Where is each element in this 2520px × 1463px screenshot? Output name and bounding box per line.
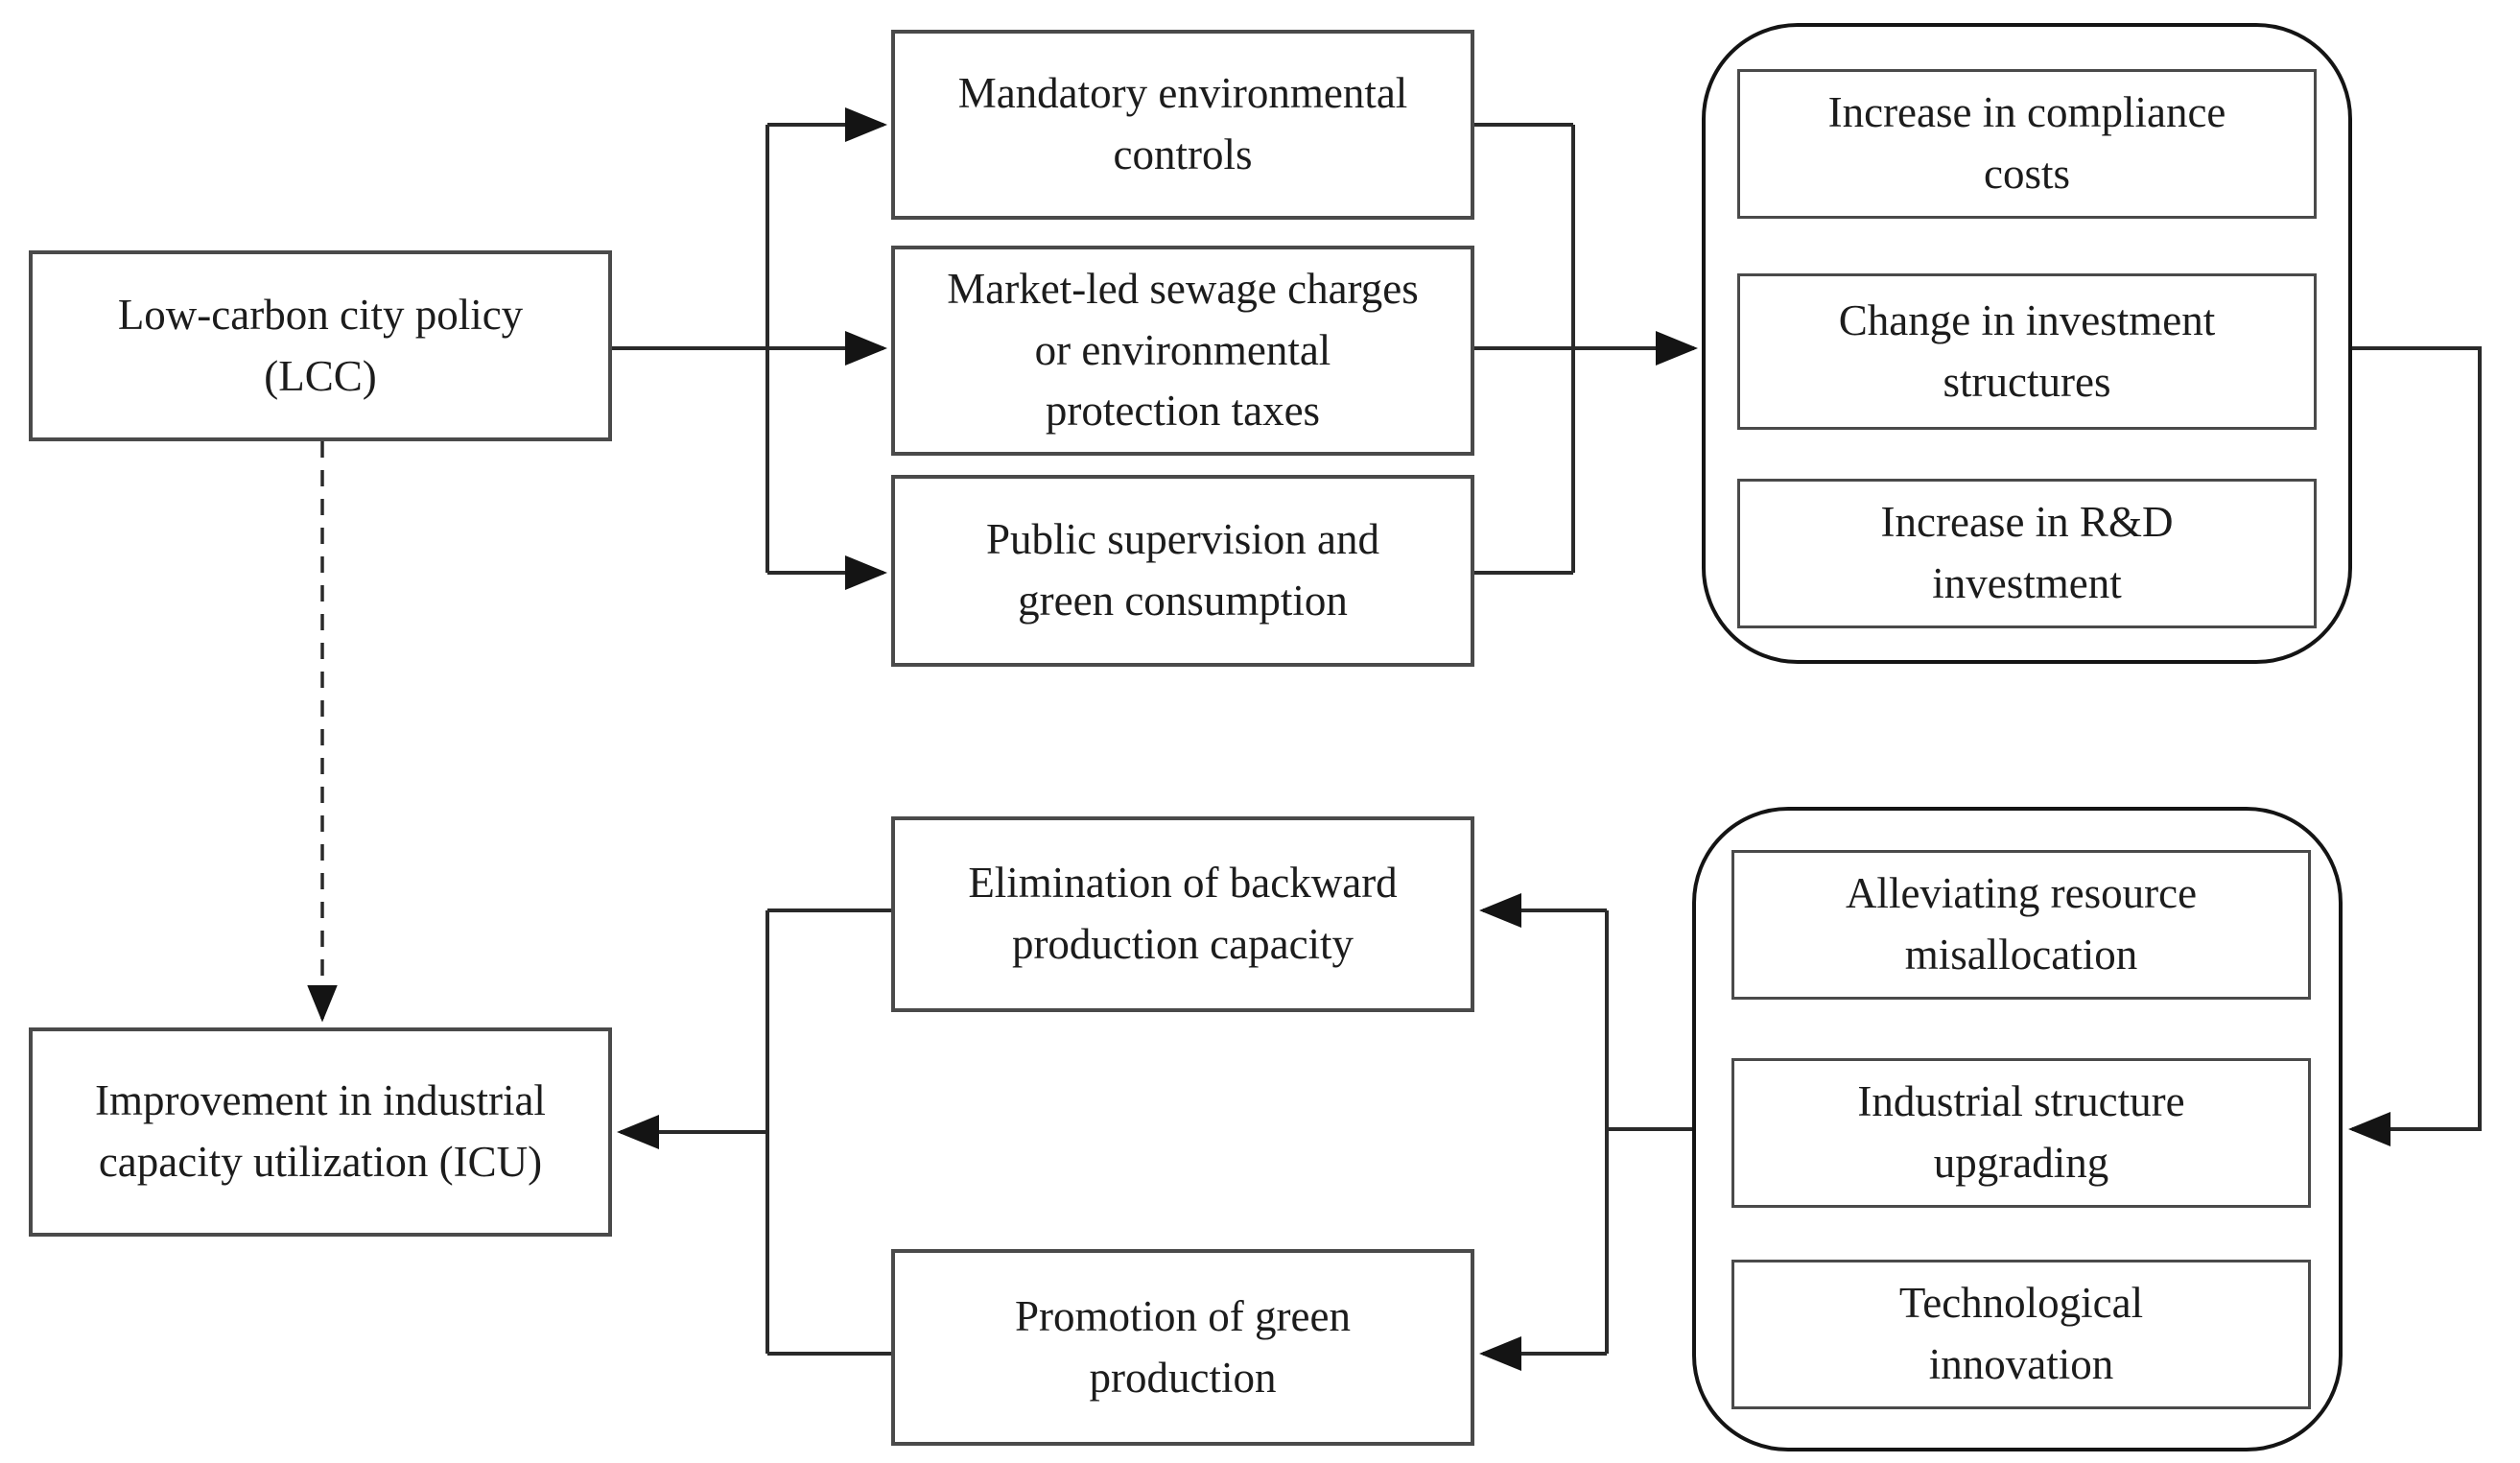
investment-effects-group: Increase in compliance costs Change in i…	[1702, 23, 2352, 664]
technological-innovation-box: Technological innovation	[1731, 1260, 2311, 1409]
industrial-upgrading-box: Industrial structure upgrading	[1731, 1058, 2311, 1208]
lcc-policy-box: Low-carbon city policy (LCC)	[29, 250, 612, 441]
compliance-costs-box: Increase in compliance costs	[1737, 69, 2317, 219]
investment-structures-box: Change in investment structures	[1737, 273, 2317, 430]
sewage-charges-box: Market-led sewage charges or environment…	[891, 246, 1474, 456]
structural-effects-group: Alleviating resource misallocation Indus…	[1692, 807, 2343, 1451]
arrow-investment-to-structural-group	[2348, 346, 2482, 1146]
green-production-box: Promotion of green production	[891, 1249, 1474, 1446]
resource-misallocation-box: Alleviating resource misallocation	[1731, 850, 2311, 1000]
mandatory-controls-box: Mandatory environmental controls	[891, 30, 1474, 220]
public-supervision-box: Public supervision and green consumption	[891, 475, 1474, 667]
elimination-backward-capacity-box: Elimination of backward production capac…	[891, 816, 1474, 1012]
rd-investment-box: Increase in R&D investment	[1737, 479, 2317, 628]
icu-outcome-box: Improvement in industrial capacity utili…	[29, 1027, 612, 1237]
